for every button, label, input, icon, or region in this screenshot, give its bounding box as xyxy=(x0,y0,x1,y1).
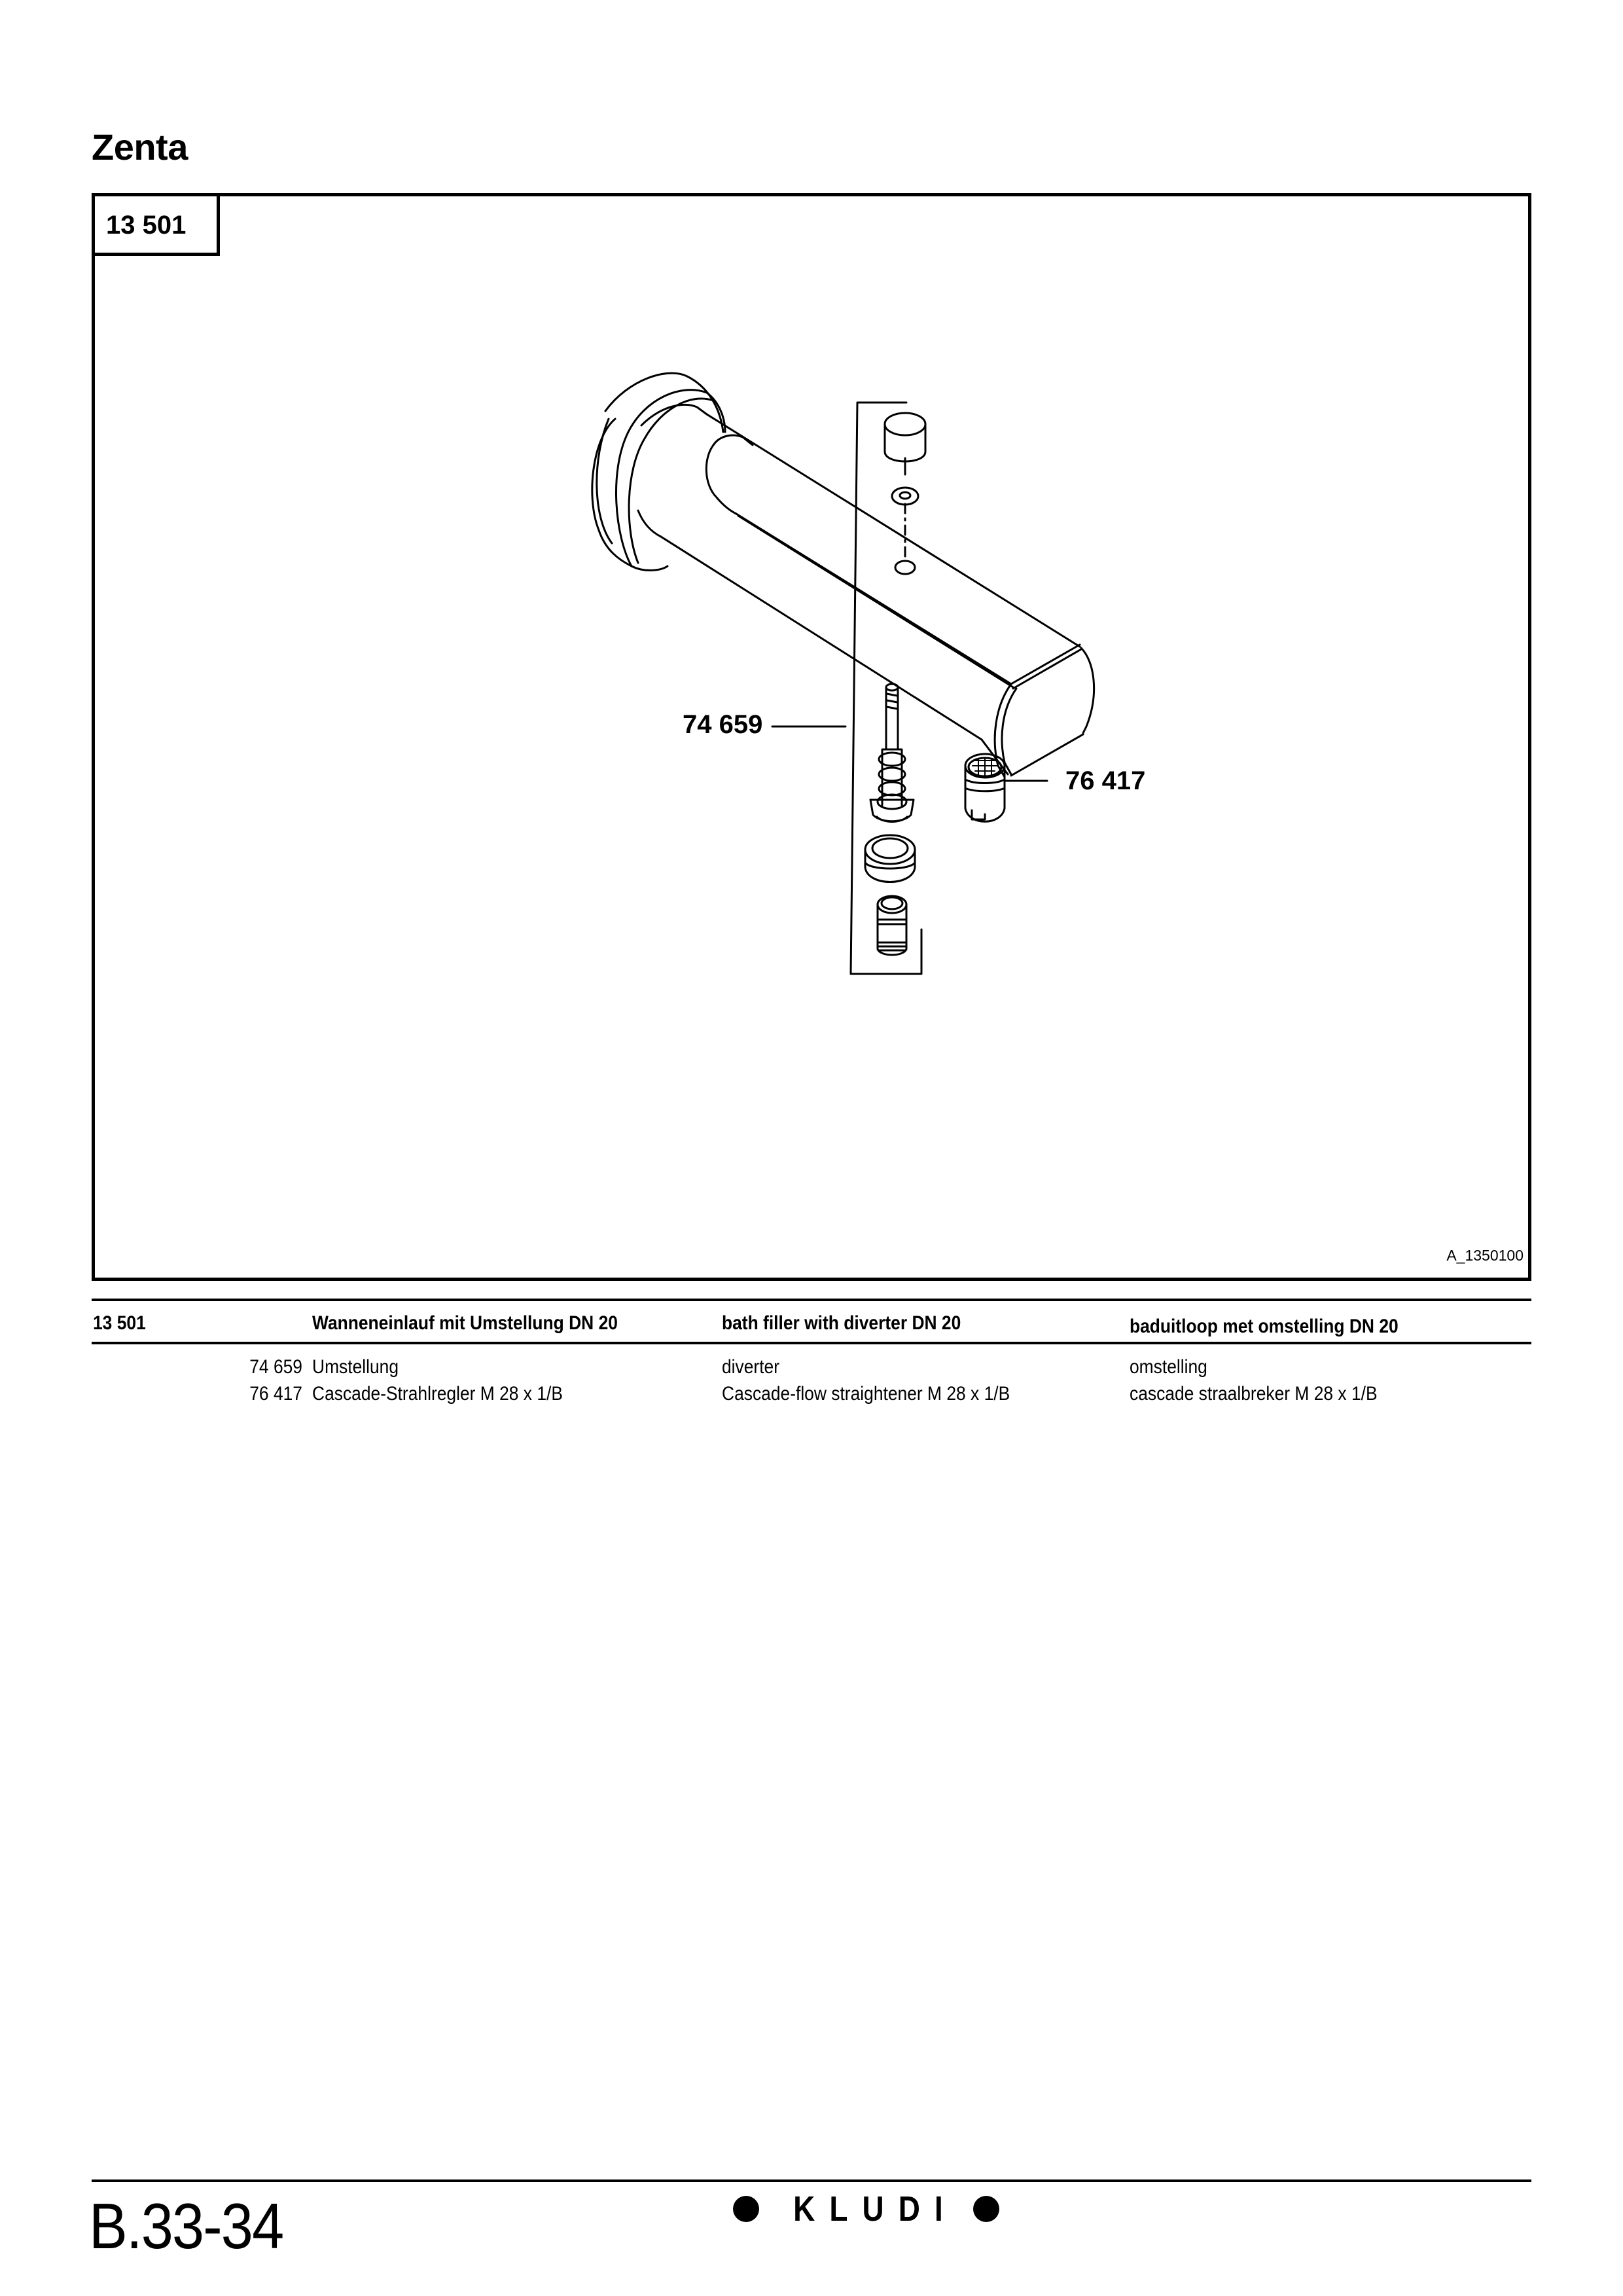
article-number-box: 13 501 xyxy=(92,193,220,256)
part-german: Umstellung xyxy=(312,1356,399,1378)
part-english: Cascade-flow straightener M 28 x 1/B xyxy=(722,1383,1010,1405)
drawing-id: A_1350100 xyxy=(1446,1247,1524,1264)
threaded-insert-icon xyxy=(876,895,908,956)
diverter-bracket-line xyxy=(771,401,923,975)
article-number: 13 501 xyxy=(106,211,187,240)
part-german: Cascade-Strahlregler M 28 x 1/B xyxy=(312,1383,563,1405)
wall-rosette-icon xyxy=(591,372,726,571)
callout-76417: 76 417 xyxy=(1065,766,1146,795)
seat-ring-icon xyxy=(864,834,916,883)
table-top-rule xyxy=(92,1299,1531,1301)
cascade-aerator-icon xyxy=(964,753,1048,823)
brand-logo: KLUDI xyxy=(733,2189,999,2229)
table-header-rule xyxy=(92,1342,1531,1344)
header-code: 13 501 xyxy=(93,1312,146,1334)
callout-74659: 74 659 xyxy=(683,710,763,739)
brand-name: KLUDI xyxy=(793,2189,957,2229)
header-german: Wanneneinlauf mit Umstellung DN 20 xyxy=(312,1312,618,1334)
part-dutch: omstelling xyxy=(1130,1356,1207,1378)
part-number: 76 417 xyxy=(249,1383,302,1405)
part-english: diverter xyxy=(722,1356,780,1378)
product-series-title: Zenta xyxy=(92,126,188,168)
page-number: B.33-34 xyxy=(89,2190,284,2262)
logo-dot-left-icon xyxy=(733,2196,759,2222)
drawing-frame xyxy=(92,193,1531,1281)
diverter-knob-icon xyxy=(883,412,927,575)
footer-rule xyxy=(92,2179,1531,2182)
exploded-view-drawing xyxy=(591,372,1096,975)
part-dutch: cascade straalbreker M 28 x 1/B xyxy=(1130,1383,1378,1405)
header-english: bath filler with diverter DN 20 xyxy=(722,1312,961,1334)
diverter-spindle-icon xyxy=(869,683,915,823)
logo-dot-right-icon xyxy=(972,2196,999,2222)
header-dutch: baduitloop met omstelling DN 20 xyxy=(1130,1316,1399,1337)
part-number: 74 659 xyxy=(249,1356,302,1378)
